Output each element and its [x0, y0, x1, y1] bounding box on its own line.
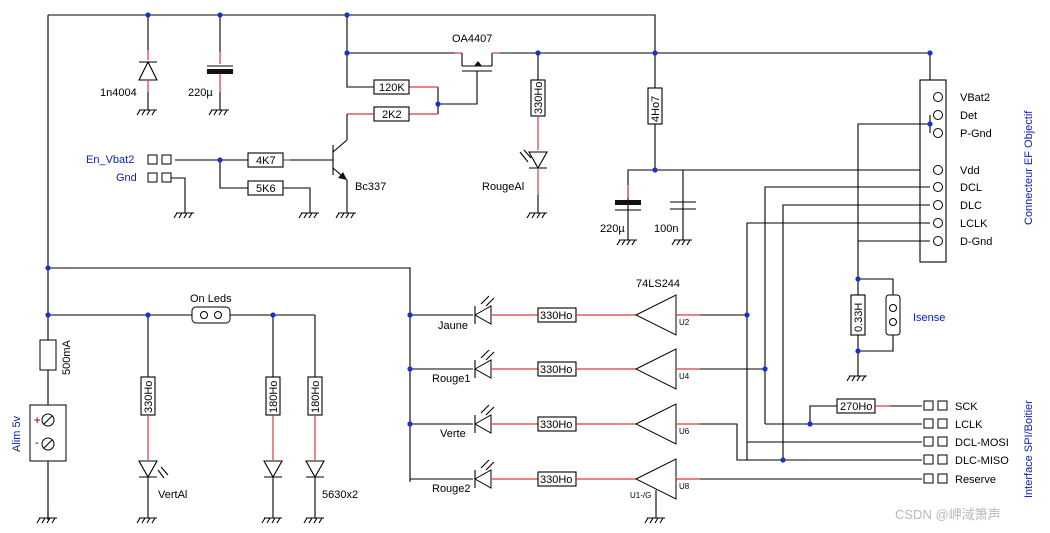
u2-label: U2 — [679, 318, 690, 327]
led-power-branch: On Leds — [48, 267, 411, 482]
cap100n-label: 100n — [654, 223, 678, 235]
ef-pin-dlc: DLC — [960, 200, 982, 212]
cap220-mid-label: 220µ — [600, 223, 625, 235]
ef-data-lines — [746, 186, 930, 460]
transistor-bc337: Bc337 4K7 5K6 — [175, 114, 386, 219]
ef-pin-pgnd: P-Gnd — [960, 128, 992, 140]
u4-label: U4 — [679, 372, 690, 381]
u8-label: U8 — [679, 482, 690, 491]
plus-label: + — [34, 415, 40, 427]
led-5630-pair: 180Ho 180Ho 5630x2 — [261, 315, 358, 524]
u6-label: U6 — [679, 427, 690, 436]
ef-connector: VBat2 Det P-Gnd Vdd DCL DLC LCLK D-Gnd C… — [919, 79, 1035, 263]
driver-row-rouge1: 330Ho Rouge1 U4 — [410, 348, 765, 390]
u1g-label: U1-/G — [630, 491, 651, 500]
vertal-label: VertAl — [158, 489, 187, 501]
r330-1-label: 330Ho — [540, 310, 572, 322]
ef-pin-dcl: DCL — [960, 182, 982, 194]
ef-pin-dgnd: D-Gnd — [960, 236, 992, 248]
r330-2-label: 330Ho — [540, 364, 572, 376]
r2k2-label: 2K2 — [382, 109, 402, 121]
spi-pin-dcl-mosi: DCL-MOSI — [955, 437, 1009, 449]
spi-pin-lclk: LCLK — [955, 419, 983, 431]
diode-label: 1n4004 — [100, 87, 137, 99]
rouge1-label: Rouge1 — [432, 373, 471, 385]
isense-label: Isense — [913, 312, 945, 324]
driver-row-verte: 330Ho Verte U6 — [410, 403, 783, 461]
ef-pin-vbat2: VBat2 — [960, 92, 990, 104]
rougeal-label: RougeAl — [482, 181, 524, 193]
en-vbat2-label: En_Vbat2 — [86, 154, 134, 166]
led5630-label: 5630x2 — [322, 489, 358, 501]
r330-top-label: 330Ho — [533, 82, 545, 114]
minus-label: - — [35, 437, 39, 449]
gnd-label: Gnd — [116, 172, 137, 184]
spi-pin-sck: SCK — [955, 401, 978, 413]
junction-dots — [45, 12, 933, 463]
rouge2-label: Rouge2 — [432, 483, 471, 495]
led-vertal: 330Ho VertAl — [136, 315, 187, 524]
watermark: CSDN @岬淢箫声 — [895, 507, 1001, 522]
r330-vert-label: 330Ho — [143, 381, 155, 413]
driver-row-rouge2: 330Ho Rouge2 U8 U1-/G — [410, 458, 922, 524]
bc337-label: Bc337 — [355, 181, 386, 193]
vdd-filter: 4Ho7 220µ 100n — [600, 87, 930, 246]
conn-spi-label: Interface SPI/Boitier — [1023, 400, 1035, 498]
on-leds-label: On Leds — [190, 293, 232, 305]
r330-4-label: 330Ho — [540, 474, 572, 486]
mosfet-label: OA4407 — [452, 33, 492, 45]
led-rougeal: 330Ho RougeAl — [482, 53, 548, 219]
capacitor-220u-top: 220µ — [188, 15, 233, 116]
spi-interface: 270Ho SCK LCLK DCL-MOSI DLC-MISO Reserve… — [747, 398, 1035, 498]
ef-pin-lclk: LCLK — [960, 218, 988, 230]
r4ho7-label: 4Ho7 — [650, 96, 662, 122]
r4k7-label: 4K7 — [256, 155, 276, 167]
ls244-label: 74LS244 — [636, 278, 680, 290]
enable-connector: En_Vbat2 Gnd — [86, 154, 195, 219]
r180a-label: 180Ho — [268, 381, 280, 413]
conn-ef-label: Connecteur EF Objectif — [1023, 110, 1035, 225]
supply-input: 500mA + - Alim 5v — [11, 339, 73, 524]
r5k6-label: 5K6 — [256, 183, 276, 195]
r180b-label: 180Ho — [310, 381, 322, 413]
spi-pin-dlc-miso: DLC-MISO — [955, 455, 1009, 467]
cap-top-label: 220µ — [188, 87, 213, 99]
spi-pin-reserve: Reserve — [955, 474, 996, 486]
r330-3-label: 330Ho — [540, 419, 572, 431]
r270-label: 270Ho — [840, 401, 872, 413]
driver-row-jaune: 330Ho Jaune U2 74LS244 — [410, 278, 747, 336]
alim-label: Alim 5v — [11, 415, 23, 452]
high-side-switch: 120K 2K2 OA4407 — [346, 15, 931, 122]
diode-1n4004: 1n4004 — [100, 15, 158, 116]
ef-pin-det: Det — [960, 110, 977, 122]
fuse-label: 500mA — [61, 339, 73, 375]
current-sense: 0.33H Isense — [846, 115, 945, 382]
verte-label: Verte — [440, 428, 466, 440]
ef-pin-vdd: Vdd — [960, 165, 980, 177]
jaune-label: Jaune — [438, 320, 468, 332]
r120k-label: 120K — [379, 82, 405, 94]
r033-label: 0.33H — [853, 303, 865, 332]
